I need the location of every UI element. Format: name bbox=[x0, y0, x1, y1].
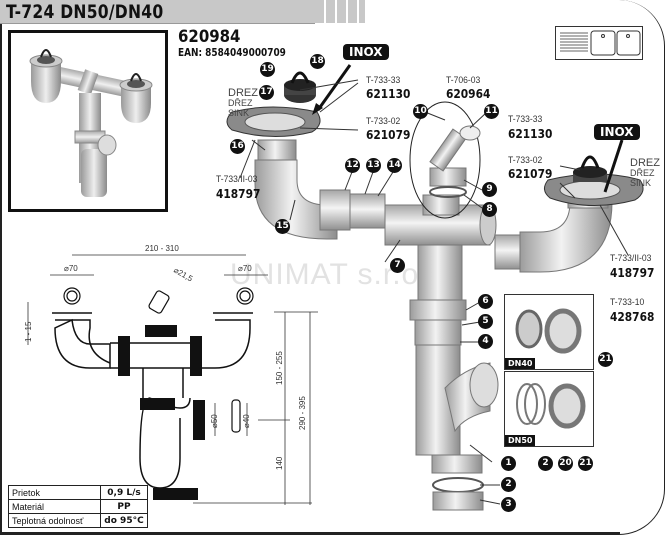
sink-word-cz: DŘEZ bbox=[630, 168, 655, 178]
spec-row: Teplotná odolnosť do 95°C bbox=[8, 513, 148, 528]
sink-word-cz: DŘEZ bbox=[228, 98, 253, 108]
dn50-adapter-box: DN50 bbox=[504, 371, 594, 447]
dim-width-range: 210 - 310 bbox=[145, 244, 179, 253]
dim-diameter-right: ⌀70 bbox=[238, 264, 252, 273]
dim-height-total: 290 - 395 bbox=[298, 396, 307, 430]
product-photo-drawing bbox=[29, 49, 153, 197]
sink-label-right: DREZ DŘEZ SINK bbox=[630, 157, 660, 189]
callout-4: 4 bbox=[478, 334, 493, 349]
specs-table: Prietok 0,9 L/s Materiál PP Teplotná odo… bbox=[8, 485, 148, 528]
sink-word-sk: DREZ bbox=[228, 87, 258, 99]
callout-12: 12 bbox=[345, 158, 360, 173]
spec-value: PP bbox=[100, 499, 148, 514]
dim-height-lower: 140 bbox=[275, 456, 284, 470]
callout-9: 9 bbox=[482, 182, 497, 197]
dn40-label: DN40 bbox=[505, 358, 536, 369]
part-label: T-733/II-03 bbox=[216, 174, 258, 185]
callout-17: 17 bbox=[259, 85, 274, 100]
callout-10: 10 bbox=[413, 104, 428, 119]
sink-word-sk: DREZ bbox=[630, 157, 660, 169]
part-code: 428768 bbox=[610, 309, 655, 324]
spec-label: Teplotná odolnosť bbox=[8, 513, 101, 528]
callout-11: 11 bbox=[484, 104, 499, 119]
part-code: 620964 bbox=[446, 86, 491, 101]
part-label: T-733-02 bbox=[366, 116, 401, 127]
dn50-label: DN50 bbox=[505, 435, 536, 446]
callout-19: 19 bbox=[260, 62, 275, 77]
callout-3: 3 bbox=[501, 497, 516, 512]
title-bar: T-724 DN50/DN40 bbox=[0, 0, 315, 24]
callout-6: 6 bbox=[478, 294, 493, 309]
product-code: 620984 bbox=[178, 27, 241, 47]
part-code: 621130 bbox=[366, 86, 411, 101]
callout-18: 18 bbox=[310, 54, 325, 69]
callout-16: 16 bbox=[230, 139, 245, 154]
dn40-adapter-box: DN40 bbox=[504, 294, 594, 370]
page-title: T-724 DN50/DN40 bbox=[6, 1, 164, 23]
callout-5: 5 bbox=[478, 314, 493, 329]
callout-2-dn50: 2 bbox=[538, 456, 553, 471]
callout-20: 20 bbox=[558, 456, 573, 471]
part-code: 621130 bbox=[508, 126, 553, 141]
callout-8: 8 bbox=[482, 202, 497, 217]
part-code: 418797 bbox=[610, 265, 655, 280]
spec-label: Materiál bbox=[8, 499, 101, 514]
sink-word-en: SINK bbox=[630, 178, 652, 188]
ean-code: EAN: 8584049000709 bbox=[178, 47, 286, 59]
spec-row: Prietok 0,9 L/s bbox=[8, 485, 148, 500]
part-label: T-733-10 bbox=[610, 297, 645, 308]
callout-13: 13 bbox=[366, 158, 381, 173]
frame-left-border bbox=[0, 0, 2, 534]
title-bar-stripes bbox=[315, 0, 365, 23]
part-label: T-733/II-03 bbox=[610, 253, 652, 264]
product-photo bbox=[8, 30, 168, 212]
part-label: T-733-02 bbox=[508, 155, 543, 166]
callout-14: 14 bbox=[387, 158, 402, 173]
dim-height-upper: 150 - 255 bbox=[275, 351, 284, 385]
spec-label: Prietok bbox=[8, 485, 101, 500]
inox-badge-right: INOX bbox=[594, 124, 640, 140]
spec-value: do 95°C bbox=[100, 513, 148, 528]
callout-21-dn40: 21 bbox=[598, 352, 613, 367]
sink-word-en: SINK bbox=[228, 108, 250, 118]
callout-21-dn50: 21 bbox=[578, 456, 593, 471]
inox-badge-left: INOX bbox=[343, 44, 389, 60]
spec-row: Materiál PP bbox=[8, 499, 148, 514]
spec-value: 0,9 L/s bbox=[100, 485, 148, 500]
part-label: T-733-33 bbox=[508, 114, 543, 125]
dim-thickness: 1 - 15 bbox=[24, 321, 33, 342]
part-code: 418797 bbox=[216, 186, 261, 201]
callout-2: 2 bbox=[501, 477, 516, 492]
dim-diameter-left: ⌀70 bbox=[64, 264, 78, 273]
dim-diameter-40: ⌀40 bbox=[242, 414, 251, 428]
double-sink-icon bbox=[555, 26, 643, 60]
sink-label-left: DREZ DŘEZ SINK bbox=[228, 87, 258, 119]
part-label: T-706-03 bbox=[446, 75, 481, 86]
dim-diameter-50: ⌀50 bbox=[210, 414, 219, 428]
frame-bottom-border bbox=[0, 532, 620, 534]
callout-7: 7 bbox=[390, 258, 405, 273]
part-code: 621079 bbox=[508, 166, 553, 181]
callout-1: 1 bbox=[501, 456, 516, 471]
part-label: T-733-33 bbox=[366, 75, 401, 86]
callout-15: 15 bbox=[275, 219, 290, 234]
part-code: 621079 bbox=[366, 127, 411, 142]
